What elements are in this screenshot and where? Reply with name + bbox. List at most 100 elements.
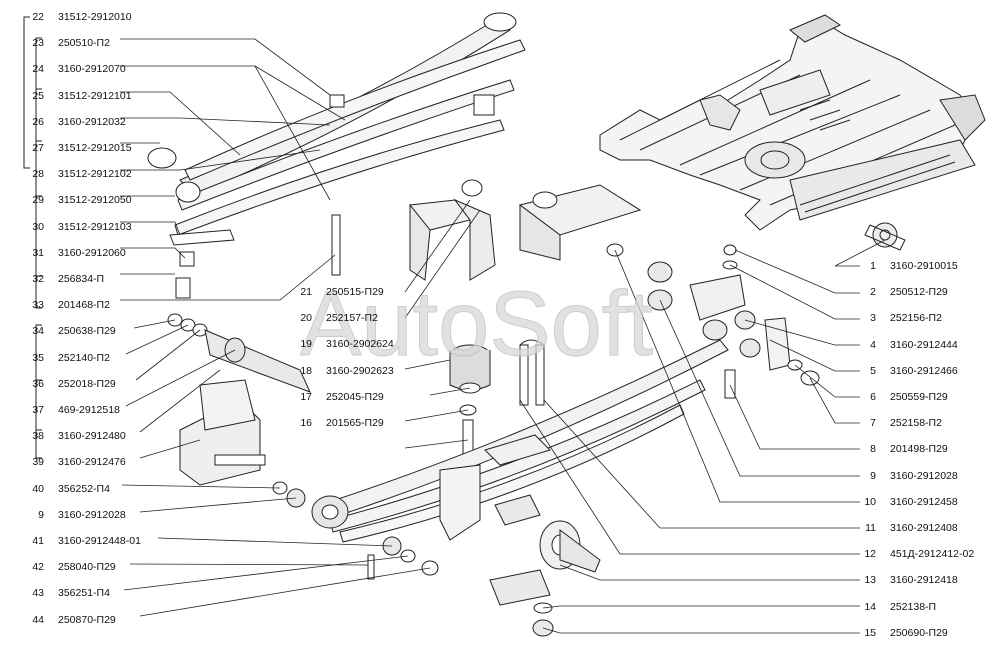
callout-part-code: 31512-2912103 (58, 220, 132, 233)
callout-part-code: 3160-2912458 (890, 495, 958, 508)
callout-number: 14 (864, 600, 876, 613)
callout-part-code: 250515-П29 (326, 286, 384, 298)
callout-number: 24 (32, 63, 44, 76)
callout-part-code: 256834-П (58, 273, 105, 285)
callout-part-code: 31512-2912101 (58, 89, 132, 102)
callout-right-10: 11 3160-2912408 (860, 522, 958, 534)
callout-number: 40 (32, 482, 44, 495)
callout-number: 27 (32, 142, 44, 154)
callout-part-code: 250510-П2 (58, 37, 110, 50)
callout-number: 21 (300, 286, 312, 298)
callout-part-code: 250870-П29 (58, 613, 116, 626)
callout-center-3: 18 3160-2902623 (296, 364, 394, 377)
vehicle-frame (599, 14, 986, 251)
left-bracket-lines (23, 16, 42, 459)
callout-number: 2 (870, 286, 876, 299)
callout-part-code: 3160-2912408 (890, 522, 958, 534)
callout-part-code: 3160-2912448-01 (58, 535, 141, 547)
callout-number: 9 (870, 469, 876, 482)
callout-number: 34 (32, 325, 44, 338)
callout-center-4: 17 252045-П29 (296, 390, 384, 403)
callout-part-code: 3160-2912032 (58, 115, 126, 128)
callout-part-code: 250559-П29 (890, 391, 948, 403)
callout-number: 41 (32, 535, 44, 547)
callout-left-11: 33 201468-П2 (20, 299, 110, 311)
callout-right-5: 6 250559-П29 (860, 391, 948, 403)
callout-center-0: 21 250515-П29 (296, 286, 384, 298)
callout-right-8: 9 3160-2912028 (860, 470, 958, 482)
callout-number: 15 (864, 626, 876, 639)
callout-right-6: 7 252158-П2 (860, 417, 942, 429)
callout-number: 43 (32, 587, 44, 600)
callout-left-2: 24 3160-2912070 (20, 63, 126, 76)
callout-number: 23 (32, 37, 44, 50)
callout-part-code: 3160-2912480 (58, 430, 126, 443)
callout-part-code: 252158-П2 (890, 417, 942, 430)
callout-part-code: 3160-2912028 (58, 508, 126, 521)
callout-number: 29 (32, 194, 44, 207)
callout-number: 10 (864, 495, 876, 508)
callout-part-code: 3160-2912028 (890, 469, 958, 482)
callout-part-code: 3160-2912466 (890, 364, 958, 377)
callout-number: 6 (870, 391, 876, 403)
callout-part-code: 201468-П2 (58, 299, 110, 312)
callout-part-code: 3160-2912070 (58, 63, 126, 76)
callout-part-code: 252045-П29 (326, 390, 384, 403)
callout-number: 39 (32, 456, 44, 469)
callout-number: 33 (32, 299, 44, 312)
callout-left-15: 37 469-2912518 (20, 404, 120, 416)
callout-part-code: 252018-П29 (58, 377, 116, 390)
callout-part-code: 201498-П29 (890, 443, 948, 456)
callout-number: 42 (32, 561, 44, 574)
callout-part-code: 250512-П29 (890, 286, 948, 299)
callout-number: 37 (32, 404, 44, 416)
callout-number: 5 (870, 364, 876, 377)
callout-part-code: 252140-П2 (58, 351, 110, 364)
callout-left-18: 40 356252-П4 (20, 483, 110, 495)
callout-part-code: 356252-П4 (58, 482, 110, 495)
callout-part-code: 469-2912518 (58, 404, 120, 416)
callout-number: 11 (865, 522, 876, 534)
callout-number: 17 (300, 390, 312, 403)
callout-part-code: 3160-2912418 (890, 574, 958, 587)
callout-part-code: 250638-П29 (58, 325, 116, 338)
callout-part-code: 451Д-2912412-02 (890, 548, 975, 561)
callout-number: 4 (870, 338, 876, 351)
callout-number: 35 (32, 351, 44, 364)
callout-number: 1 (870, 260, 876, 272)
callout-number: 3 (870, 312, 876, 325)
leader-lines (120, 38, 886, 634)
callout-number: 7 (870, 417, 876, 430)
callout-part-code: 31512-2912010 (58, 11, 132, 23)
callout-number: 18 (300, 364, 312, 377)
callout-part-code: 252138-П (890, 600, 937, 613)
callout-number: 28 (32, 168, 44, 181)
callout-part-code: 252156-П2 (890, 312, 942, 325)
callout-left-1: 23 250510-П2 (20, 37, 110, 49)
callout-right-13: 14 252138-П (860, 601, 936, 613)
callout-right-7: 8 201498-П29 (860, 443, 948, 455)
callout-right-2: 3 252156-П2 (860, 312, 942, 324)
shackle-assembly (606, 243, 820, 399)
callout-number: 20 (300, 312, 312, 325)
callout-number: 8 (870, 443, 876, 456)
callout-part-code: 3160-2902623 (326, 364, 394, 377)
callout-right-9: 10 3160-2912458 (860, 495, 958, 508)
callout-part-code: 201565-П29 (326, 417, 384, 429)
